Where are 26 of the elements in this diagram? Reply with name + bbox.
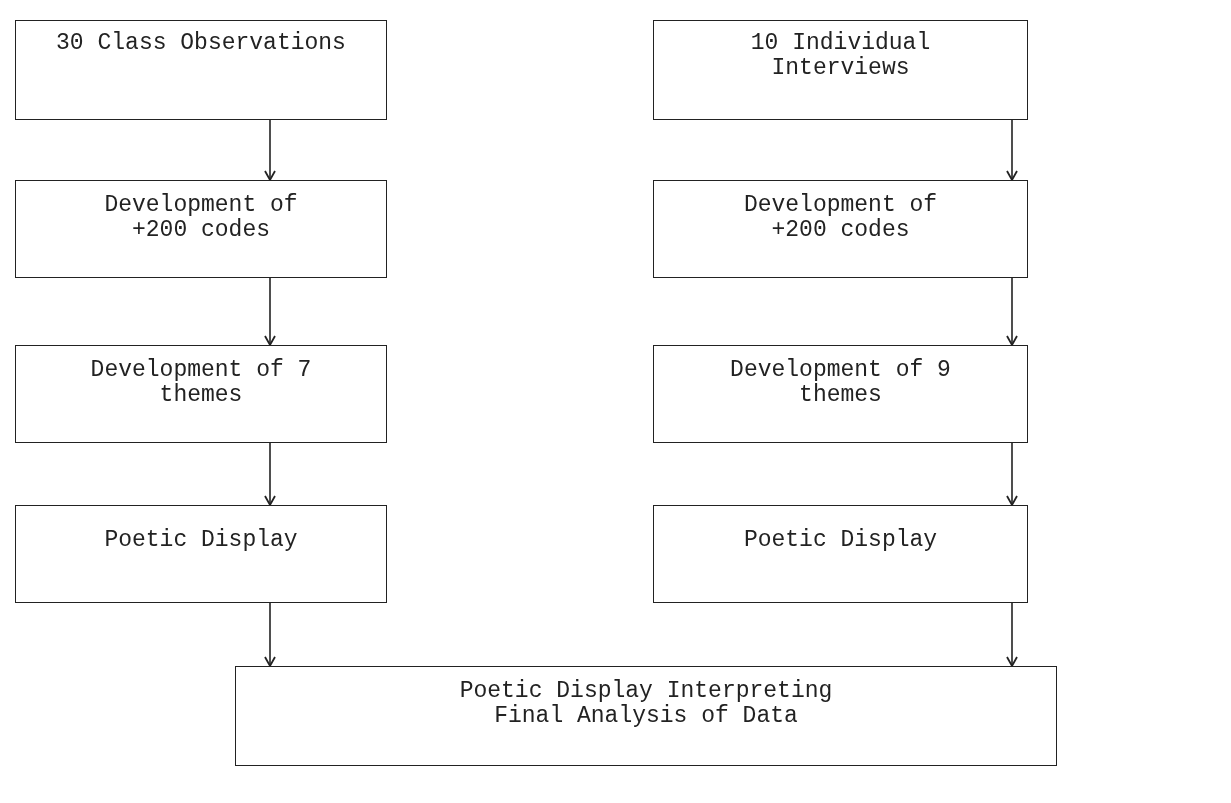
box-text: Development of +200 codes <box>103 193 299 243</box>
box-text: Development of 9 themes <box>729 358 952 408</box>
box-text: Poetic Display <box>742 528 939 553</box>
box-text: Poetic Display Interpreting Final Analysis of Data <box>458 679 834 729</box>
process-box <box>15 20 387 120</box>
box-text: 30 Class Observations <box>55 31 347 56</box>
box-text: Development of 7 themes <box>89 358 313 408</box>
arrow <box>264 119 276 181</box>
arrow <box>264 277 276 346</box>
arrow <box>264 602 276 667</box>
arrow <box>1006 277 1018 346</box>
arrow <box>1006 119 1018 181</box>
process-box <box>235 666 1057 766</box>
box-text: Development of +200 codes <box>742 193 939 243</box>
process-box <box>15 505 387 603</box>
process-box <box>653 345 1028 443</box>
process-box <box>653 505 1028 603</box>
arrow <box>1006 602 1018 667</box>
arrow <box>1006 442 1018 506</box>
process-box <box>15 345 387 443</box>
box-text: Poetic Display <box>103 528 299 553</box>
process-box <box>653 20 1028 120</box>
process-box <box>653 180 1028 278</box>
process-box <box>15 180 387 278</box>
arrow <box>264 442 276 506</box>
box-text: 10 Individual Interviews <box>749 31 932 81</box>
